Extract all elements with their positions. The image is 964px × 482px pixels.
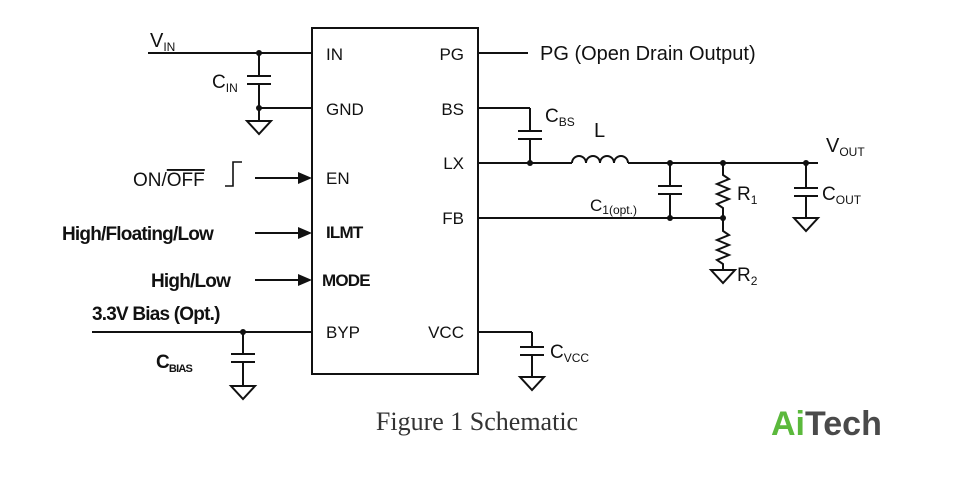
r2-ground-icon xyxy=(708,269,738,285)
aitech-logo: AiTech xyxy=(771,405,882,443)
pin-lx: LX xyxy=(443,154,464,173)
r2-resistor xyxy=(714,218,732,270)
pin-vcc: VCC xyxy=(428,323,464,342)
ic-body xyxy=(311,27,479,375)
vin-net xyxy=(148,50,312,136)
pin-pg: PG xyxy=(439,45,464,64)
pg-label: PG (Open Drain Output) xyxy=(540,43,756,65)
mode-label: High/Low xyxy=(151,271,231,292)
en-arrow xyxy=(255,172,312,184)
on-off-label: ON/OFF xyxy=(133,170,205,191)
pin-mode: MODE xyxy=(322,271,370,290)
bias-label: 3.3V Bias (Opt.) xyxy=(92,304,220,325)
vout-label: VOUT xyxy=(826,135,865,159)
inductor-coil xyxy=(571,155,629,164)
pin-byp: BYP xyxy=(326,323,360,342)
c1-label: C1(opt.) xyxy=(590,196,637,217)
byp-net xyxy=(92,329,312,401)
fb-net xyxy=(478,215,726,221)
ilmt-arrow xyxy=(255,227,312,239)
vcc-net xyxy=(478,331,547,392)
r1-resistor xyxy=(714,163,732,218)
pin-en: EN xyxy=(326,169,350,188)
cvcc-label: CVCC xyxy=(550,342,589,365)
bs-lx-net xyxy=(478,107,572,166)
pin-in: IN xyxy=(326,45,343,64)
ilmt-label: High/Floating/Low xyxy=(62,224,214,245)
cout-label: COUT xyxy=(822,184,862,207)
vin-label: VIN xyxy=(150,30,175,54)
r2-label: R2 xyxy=(737,265,758,288)
cin-label: CIN xyxy=(212,72,238,95)
pin-ilmt: ILMT xyxy=(326,223,364,242)
pin-gnd: GND xyxy=(326,100,364,119)
c1-capacitor xyxy=(658,163,682,218)
r1-label: R1 xyxy=(737,184,758,207)
cbias-label: CBIAS xyxy=(156,352,192,375)
cout-capacitor xyxy=(791,163,821,233)
pin-bs: BS xyxy=(441,100,464,119)
cbs-label: CBS xyxy=(545,106,575,129)
pin-fb: FB xyxy=(442,209,464,228)
figure-caption: Figure 1 Schematic xyxy=(376,407,578,436)
enable-step-icon xyxy=(225,161,242,187)
inductor-label: L xyxy=(594,120,605,142)
mode-arrow xyxy=(255,274,312,286)
